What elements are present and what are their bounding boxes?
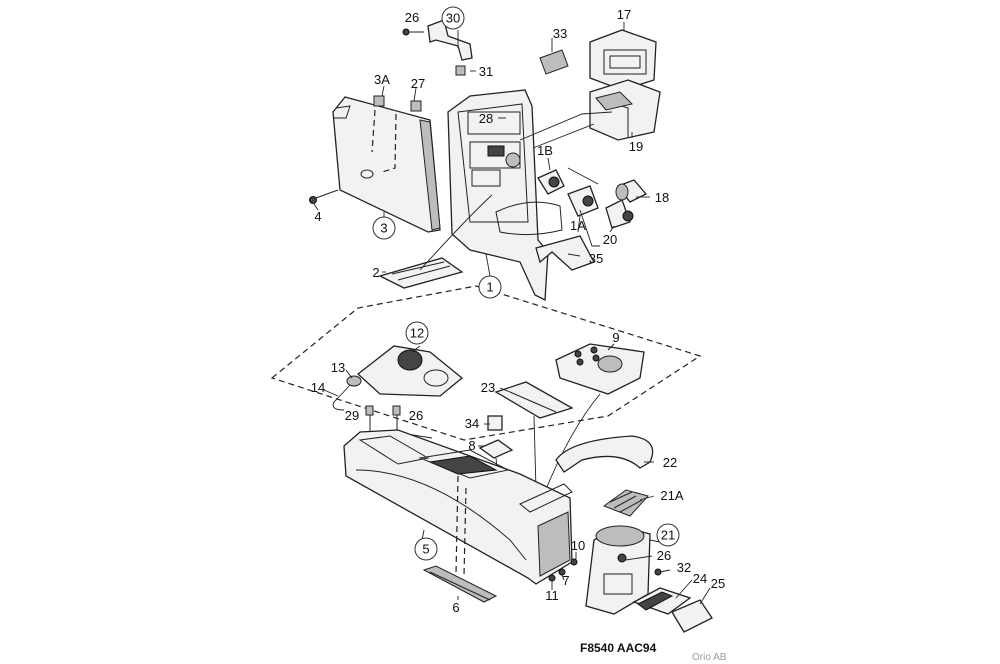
callout-19: 19	[629, 139, 643, 154]
callout-21: 21	[661, 528, 675, 543]
callout-23: 23	[481, 380, 495, 395]
callout-31: 31	[479, 64, 493, 79]
callout-1: 1	[486, 280, 493, 295]
callout-27: 27	[411, 76, 425, 91]
watermark: Orio AB	[692, 652, 727, 663]
lamp-13	[332, 375, 362, 411]
lower-tray-outline	[270, 285, 702, 441]
callout-2: 2	[372, 265, 379, 280]
harness-lines	[519, 111, 613, 149]
callout-10: 10	[571, 538, 585, 553]
switch-33	[539, 49, 569, 75]
callout-26-mid: 26	[409, 408, 423, 423]
holder-34	[487, 415, 503, 431]
screw-26-top	[402, 28, 424, 36]
lighter-socket-1A	[567, 167, 600, 247]
callout-13: 13	[331, 360, 345, 375]
lighter-18	[615, 179, 648, 203]
runner-6	[422, 565, 498, 603]
reference-code: F8540 AAC94	[580, 641, 657, 655]
mat-23	[494, 381, 574, 491]
roller-21A	[602, 489, 649, 517]
main-console-5	[343, 429, 573, 585]
callout-9: 9	[612, 330, 619, 345]
screw-4	[309, 189, 339, 204]
callout-34: 34	[465, 416, 479, 431]
callout-17: 17	[617, 7, 631, 22]
callout-22: 22	[663, 455, 677, 470]
side-panel-3	[332, 95, 441, 233]
socket-1B	[537, 169, 565, 195]
bracket-35	[535, 235, 595, 271]
shift-plate-12	[356, 345, 464, 397]
console-face-1	[447, 89, 563, 302]
callout-26-right: 26	[657, 548, 671, 563]
armrest-lid-22	[555, 435, 654, 473]
callout-32: 32	[677, 560, 691, 575]
fastener-11	[548, 574, 556, 582]
callout-14: 14	[311, 380, 325, 395]
callout-35: 35	[589, 251, 603, 266]
callout-33: 33	[553, 26, 567, 41]
callout-26-top: 26	[405, 10, 419, 25]
callout-6: 6	[452, 600, 459, 615]
callout-1B: 1B	[537, 143, 553, 158]
leader-lines	[313, 22, 711, 605]
cup-holder-21	[585, 525, 651, 615]
lighter-element-20	[605, 199, 634, 229]
callout-24: 24	[693, 571, 707, 586]
callout-28: 28	[479, 111, 493, 126]
callout-3: 3	[380, 221, 387, 236]
drawer-24	[632, 587, 692, 615]
callout-11: 11	[545, 588, 559, 603]
control-panel-9	[543, 343, 645, 495]
fastener-10	[570, 558, 578, 566]
callout-29: 29	[345, 408, 359, 423]
screw-29	[365, 405, 374, 432]
callout-1A: 1A	[570, 218, 586, 233]
callout-21A: 21A	[660, 488, 683, 503]
mat-2	[378, 194, 493, 289]
callout-3A: 3A	[374, 72, 390, 87]
ashtray-19	[589, 79, 661, 141]
bracket-30	[427, 19, 473, 76]
radio-cage-17	[589, 29, 657, 91]
callout-5: 5	[422, 542, 429, 557]
callout-labels: 30 26 31 3A 27 28 33 17 19 1B 18 20 1A 3…	[311, 6, 727, 663]
callout-18: 18	[655, 190, 669, 205]
callout-20: 20	[603, 232, 617, 247]
insert-25	[671, 599, 713, 633]
callout-25: 25	[711, 576, 725, 591]
callout-12: 12	[410, 326, 424, 341]
callout-4: 4	[314, 209, 321, 224]
callout-8: 8	[468, 438, 475, 453]
callout-30: 30	[446, 11, 460, 26]
callout-7: 7	[562, 573, 569, 588]
